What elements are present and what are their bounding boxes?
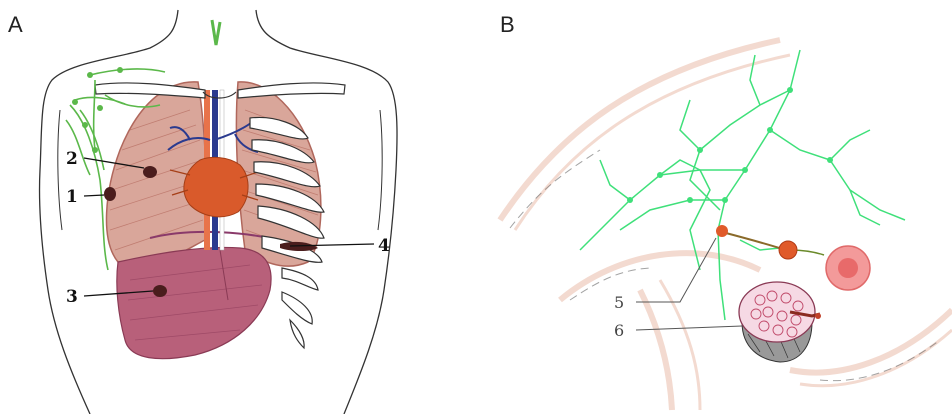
lymph-nodes-a <box>72 67 123 153</box>
panel-a: A <box>8 10 397 414</box>
secondary-node <box>779 241 797 259</box>
label-1: 1 <box>66 187 78 207</box>
label-3: 3 <box>66 287 78 307</box>
sentinel-path <box>716 225 824 259</box>
skin-contours <box>500 40 952 410</box>
lesion-3 <box>153 285 167 297</box>
lymph-nodes-b <box>627 87 833 203</box>
tumor <box>826 246 870 290</box>
lesion-1 <box>104 187 116 201</box>
panel-a-letter: A <box>8 12 23 37</box>
skin-edges <box>510 150 940 381</box>
liver <box>117 247 271 358</box>
excised-node <box>739 282 821 362</box>
panel-b-letter: B <box>500 12 515 37</box>
label-2: 2 <box>66 149 78 169</box>
label-4: 4 <box>378 236 390 256</box>
label-5: 5 <box>614 293 624 312</box>
lesion-2 <box>143 166 157 178</box>
neck-vessels <box>212 20 220 45</box>
panel-b: B <box>500 12 952 410</box>
label-6: 6 <box>614 321 624 340</box>
sentinel-node <box>716 225 728 237</box>
